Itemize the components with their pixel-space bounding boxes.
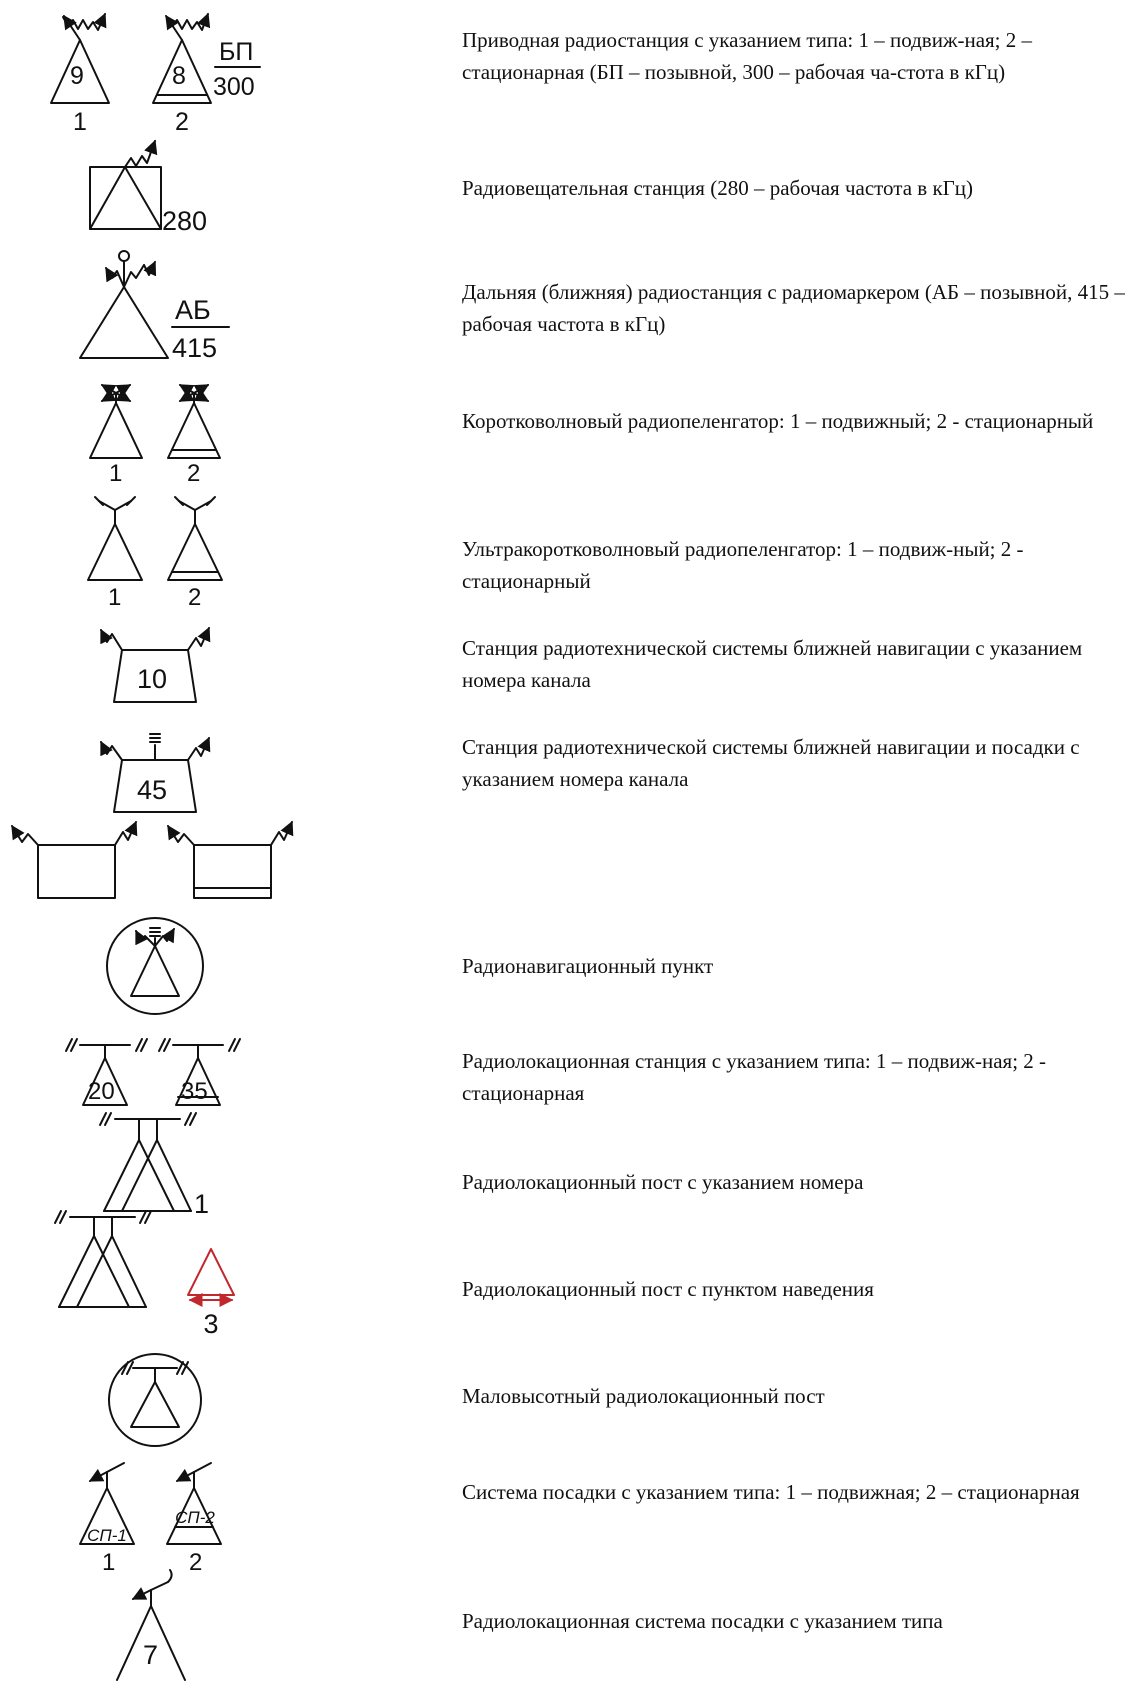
- row-description: Дальняя (ближняя) радиостанция с радиома…: [462, 280, 1125, 336]
- row-description: Станция радиотехнической системы ближней…: [462, 636, 1083, 692]
- radar-post-guidance-symbol: [54, 1210, 152, 1308]
- landing-system-code: СП-1: [87, 1526, 127, 1545]
- symbol-type-label: 1: [108, 584, 121, 611]
- rectangle-station-mobile-symbol: [11, 820, 138, 899]
- landing-system-mobile-symbol: СП-1 1: [79, 1462, 135, 1576]
- type-number: 7: [143, 1640, 158, 1670]
- row-description: Радиолокационная система посадки с указа…: [462, 1609, 943, 1633]
- symbol-number: 35: [181, 1078, 208, 1105]
- row-description: Маловысотный радиолокационный пост: [462, 1384, 825, 1408]
- homing-station-mobile-symbol: 9 1: [50, 12, 110, 136]
- symbol-type-label: 2: [175, 108, 189, 136]
- low-altitude-radar-post-symbol: [108, 1353, 202, 1447]
- vhf-direction-finder-mobile-symbol: 1: [87, 496, 143, 611]
- row-description: Ультракоротковолновый радиопеленгатор: 1…: [462, 537, 1024, 593]
- post-number: 1: [194, 1189, 209, 1219]
- symbol-type-label: 2: [188, 584, 201, 611]
- row-description: Радиовещательная станция (280 – рабочая …: [462, 176, 974, 200]
- broadcast-station-symbol: 280: [89, 139, 207, 236]
- row-description: Станция радиотехнической системы ближней…: [462, 735, 1080, 791]
- frequency-label: 280: [162, 206, 207, 236]
- radar-station-mobile-symbol: 20: [65, 1038, 148, 1106]
- channel-number: 45: [137, 775, 167, 805]
- landing-system-code: СП-2: [175, 1508, 215, 1527]
- frequency-label: 415: [172, 333, 217, 363]
- sw-direction-finder-mobile-symbol: 1: [89, 384, 143, 487]
- symbol-type-label: 1: [102, 1549, 115, 1576]
- callsign-label: АБ: [175, 295, 211, 325]
- vhf-direction-finder-stationary-symbol: 2: [167, 496, 223, 611]
- symbol-number: 9: [70, 62, 84, 90]
- symbol-number: 8: [172, 62, 186, 90]
- near-navigation-station-symbol: 10: [100, 626, 211, 703]
- row-description: Система посадки с указанием типа: 1 – по…: [462, 1480, 1080, 1504]
- callsign-label: БП: [219, 38, 253, 66]
- row-description: Радиолокационная станция с указанием тип…: [462, 1049, 1047, 1105]
- row-description: Коротковолновый радиопеленгатор: 1 – под…: [462, 409, 1094, 433]
- row-description: Приводная радиостанция с указанием типа:…: [462, 28, 1033, 84]
- symbol-type-label: 2: [189, 1549, 202, 1576]
- near-navigation-landing-station-symbol: 45: [100, 733, 211, 813]
- radar-station-stationary-symbol: 35: [158, 1038, 241, 1106]
- symbol-number: 20: [88, 1078, 115, 1105]
- guidance-point-symbol: 3: [187, 1248, 235, 1339]
- sw-direction-finder-stationary-symbol: 2: [167, 384, 221, 487]
- marker-radio-station-symbol: АБ 415: [79, 250, 230, 363]
- radar-landing-system-symbol: 7: [116, 1569, 186, 1681]
- homing-station-stationary-symbol: 8 2 БП 300: [152, 12, 261, 136]
- channel-number: 10: [137, 664, 167, 694]
- radar-post-symbol: 1: [99, 1112, 209, 1219]
- symbol-type-label: 1: [73, 108, 87, 136]
- frequency-label: 300: [213, 73, 255, 101]
- rectangle-station-stationary-symbol: [167, 820, 294, 899]
- symbol-type-label: 1: [109, 460, 122, 487]
- row-description: Радиолокационный пост с указанием номера: [462, 1170, 864, 1194]
- symbol-type-label: 2: [187, 460, 200, 487]
- guidance-number: 3: [203, 1309, 218, 1339]
- row-description: Радиолокационный пост с пунктом наведени…: [462, 1277, 874, 1301]
- row-description: Радионавигационный пункт: [462, 954, 714, 978]
- radio-navigation-point-symbol: [106, 917, 204, 1015]
- landing-system-stationary-symbol: СП-2 2: [166, 1462, 222, 1576]
